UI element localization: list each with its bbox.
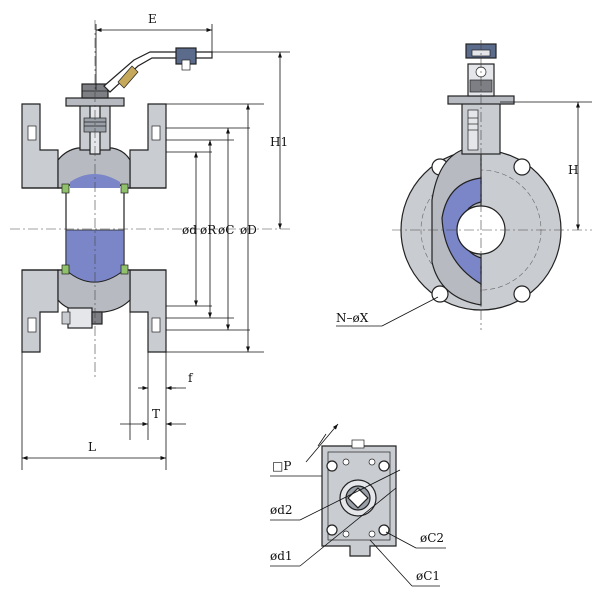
label-D: øD	[240, 223, 257, 237]
drain-plug	[67, 307, 93, 329]
label-H1: H1	[270, 135, 288, 149]
label-H: H	[568, 163, 578, 177]
label-C1: øC1	[416, 569, 440, 583]
pad-hole	[378, 460, 390, 472]
label-P: □P	[272, 459, 291, 473]
ball-upper-fill	[70, 174, 120, 188]
label-T: T	[152, 407, 160, 421]
label-C: øC	[218, 223, 234, 237]
pad-hole	[326, 524, 338, 536]
label-R: øR	[200, 223, 217, 237]
label-E: E	[148, 12, 157, 26]
left-flange	[21, 103, 59, 353]
front-view: H N–øX	[336, 40, 592, 330]
mounting-pad-view: □P ød2 ød1 øC2 øC1	[270, 423, 446, 587]
seat-bottom-right	[120, 264, 129, 275]
seat-bottom-left	[61, 264, 70, 275]
label-C2: øC2	[420, 531, 444, 545]
side-section-view	[10, 20, 290, 380]
label-d2: ød2	[270, 503, 293, 517]
bolt-hole	[513, 285, 531, 303]
pad-hole	[326, 460, 338, 472]
label-N-X: N–øX	[336, 311, 369, 325]
seat-top-left	[61, 183, 70, 194]
seat-top-right	[120, 183, 129, 194]
bolt-hole	[513, 158, 531, 176]
label-d1: ød1	[270, 549, 293, 563]
label-f: f	[188, 371, 194, 385]
side-view-dimensions: E H1 ød øR øC øD f T	[21, 12, 290, 470]
right-flange	[129, 103, 167, 353]
pad-hole	[378, 524, 390, 536]
label-L: L	[88, 440, 96, 454]
label-d: ød	[182, 223, 197, 237]
